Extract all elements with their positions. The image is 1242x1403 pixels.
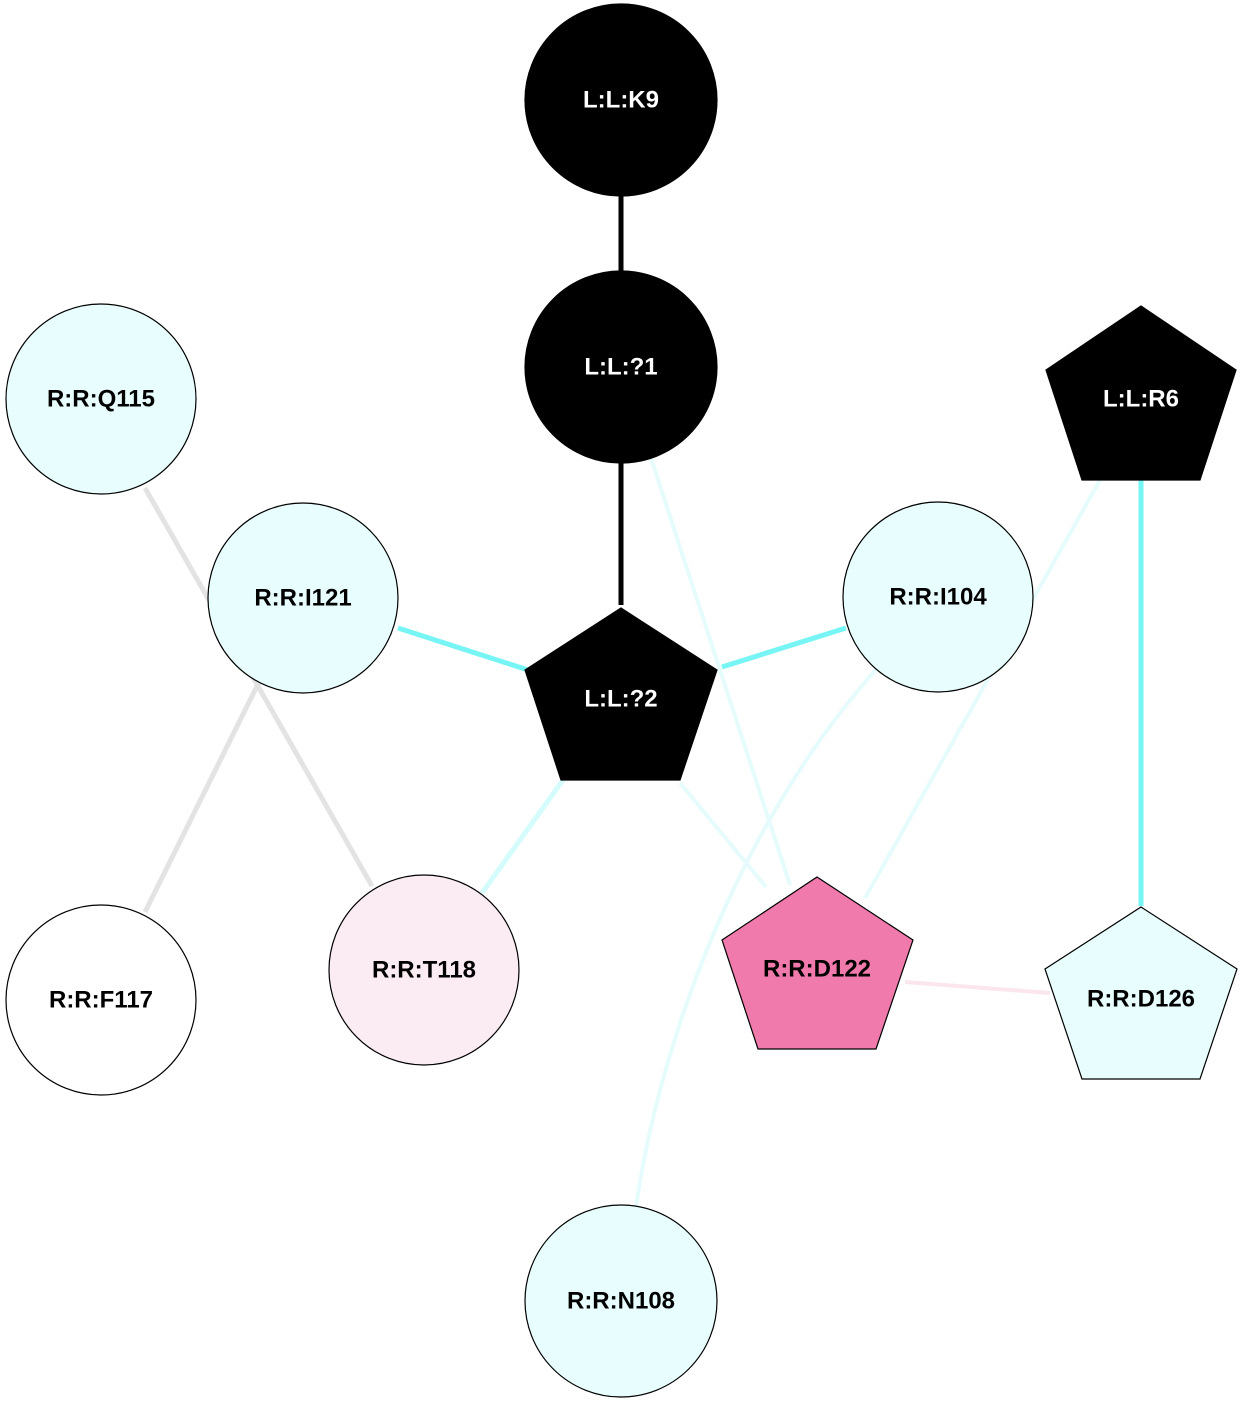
node-label: R:R:D126 [1087, 986, 1195, 1013]
node-T118[interactable]: R:R:T118 [328, 874, 520, 1066]
node-D122[interactable]: R:R:D122 [721, 876, 914, 1050]
edge-I121-F117 [142, 678, 263, 914]
node-label: L:L:?1 [584, 354, 657, 381]
node-L2[interactable]: L:L:?2 [524, 607, 718, 781]
node-I121[interactable]: R:R:I121 [207, 502, 399, 694]
node-label: R:R:Q115 [47, 386, 155, 413]
edge-I121-L2 [397, 625, 529, 673]
node-label: L:L:?2 [584, 686, 657, 713]
edge-L2-I104 [721, 625, 847, 670]
edge-D122-D126 [904, 980, 1051, 995]
node-R6[interactable]: L:L:R6 [1045, 305, 1237, 481]
node-label: R:R:D122 [763, 956, 871, 983]
node-N108[interactable]: R:R:N108 [524, 1204, 718, 1398]
node-label: L:L:R6 [1103, 386, 1179, 413]
node-label: R:R:F117 [49, 987, 153, 1014]
node-F117[interactable]: R:R:F117 [5, 904, 197, 1096]
edge-L2-D122 [678, 781, 768, 889]
node-label: L:L:K9 [583, 87, 659, 114]
node-D126[interactable]: R:R:D126 [1044, 906, 1238, 1080]
nodes-layer: L:L:K9 L:L:?1 L:L:R6 R:R:Q115 R:R:I121 L… [5, 3, 1238, 1398]
node-label: R:R:I104 [889, 584, 987, 611]
node-label: R:R:T118 [372, 957, 476, 984]
node-label: R:R:N108 [567, 1288, 675, 1315]
edge-R6-D122 [863, 479, 1102, 899]
node-label: R:R:I121 [254, 585, 351, 612]
node-I104[interactable]: R:R:I104 [842, 501, 1034, 693]
edge-L2-T118 [479, 778, 566, 895]
node-L1[interactable]: L:L:?1 [524, 270, 718, 464]
node-Q115[interactable]: R:R:Q115 [5, 303, 197, 495]
edge-L1-D122 [648, 454, 792, 886]
edge-I104-N108 [634, 663, 882, 1208]
node-K9[interactable]: L:L:K9 [524, 3, 718, 197]
edges-layer [142, 196, 1144, 1208]
